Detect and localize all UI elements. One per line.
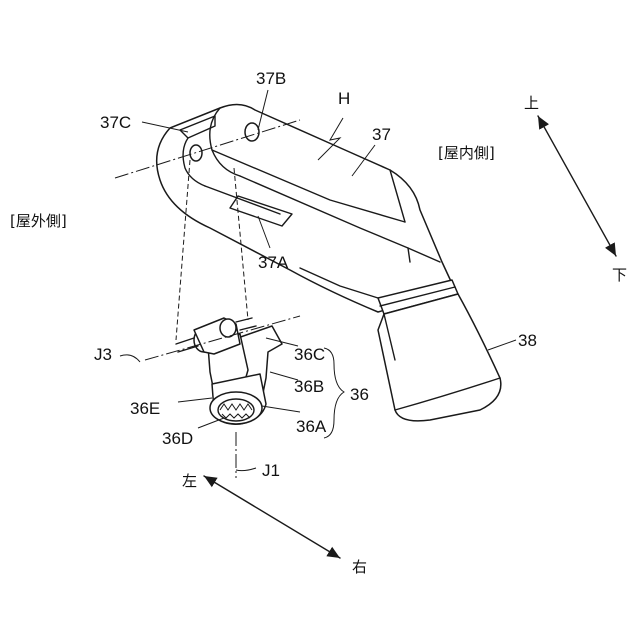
label-j3: J3: [94, 345, 112, 364]
label-37a: 37A: [258, 253, 289, 272]
direction-down-label: 下: [612, 266, 627, 284]
label-38: 38: [518, 331, 537, 350]
label-36c: 36C: [294, 345, 325, 364]
shaft-part-36: [176, 318, 282, 424]
label-36e: 36E: [130, 399, 160, 418]
direction-left-label: 左: [182, 472, 197, 490]
label-36a: 36A: [296, 417, 327, 436]
outside-label: [屋外側]: [10, 212, 67, 230]
label-36: 36: [350, 385, 369, 404]
knob-38: [378, 294, 501, 421]
label-h: H: [338, 89, 350, 108]
inside-label: [屋内側]: [438, 144, 495, 162]
label-37c: 37C: [100, 113, 131, 132]
direction-right-label: 右: [352, 558, 367, 576]
direction-up-label: 上: [524, 94, 539, 112]
label-36b: 36B: [294, 377, 324, 396]
label-j1: J1: [262, 461, 280, 480]
label-37: 37: [372, 125, 391, 144]
handle-body-37: [157, 104, 458, 314]
label-36d: 36D: [162, 429, 193, 448]
label-37b: 37B: [256, 69, 286, 88]
